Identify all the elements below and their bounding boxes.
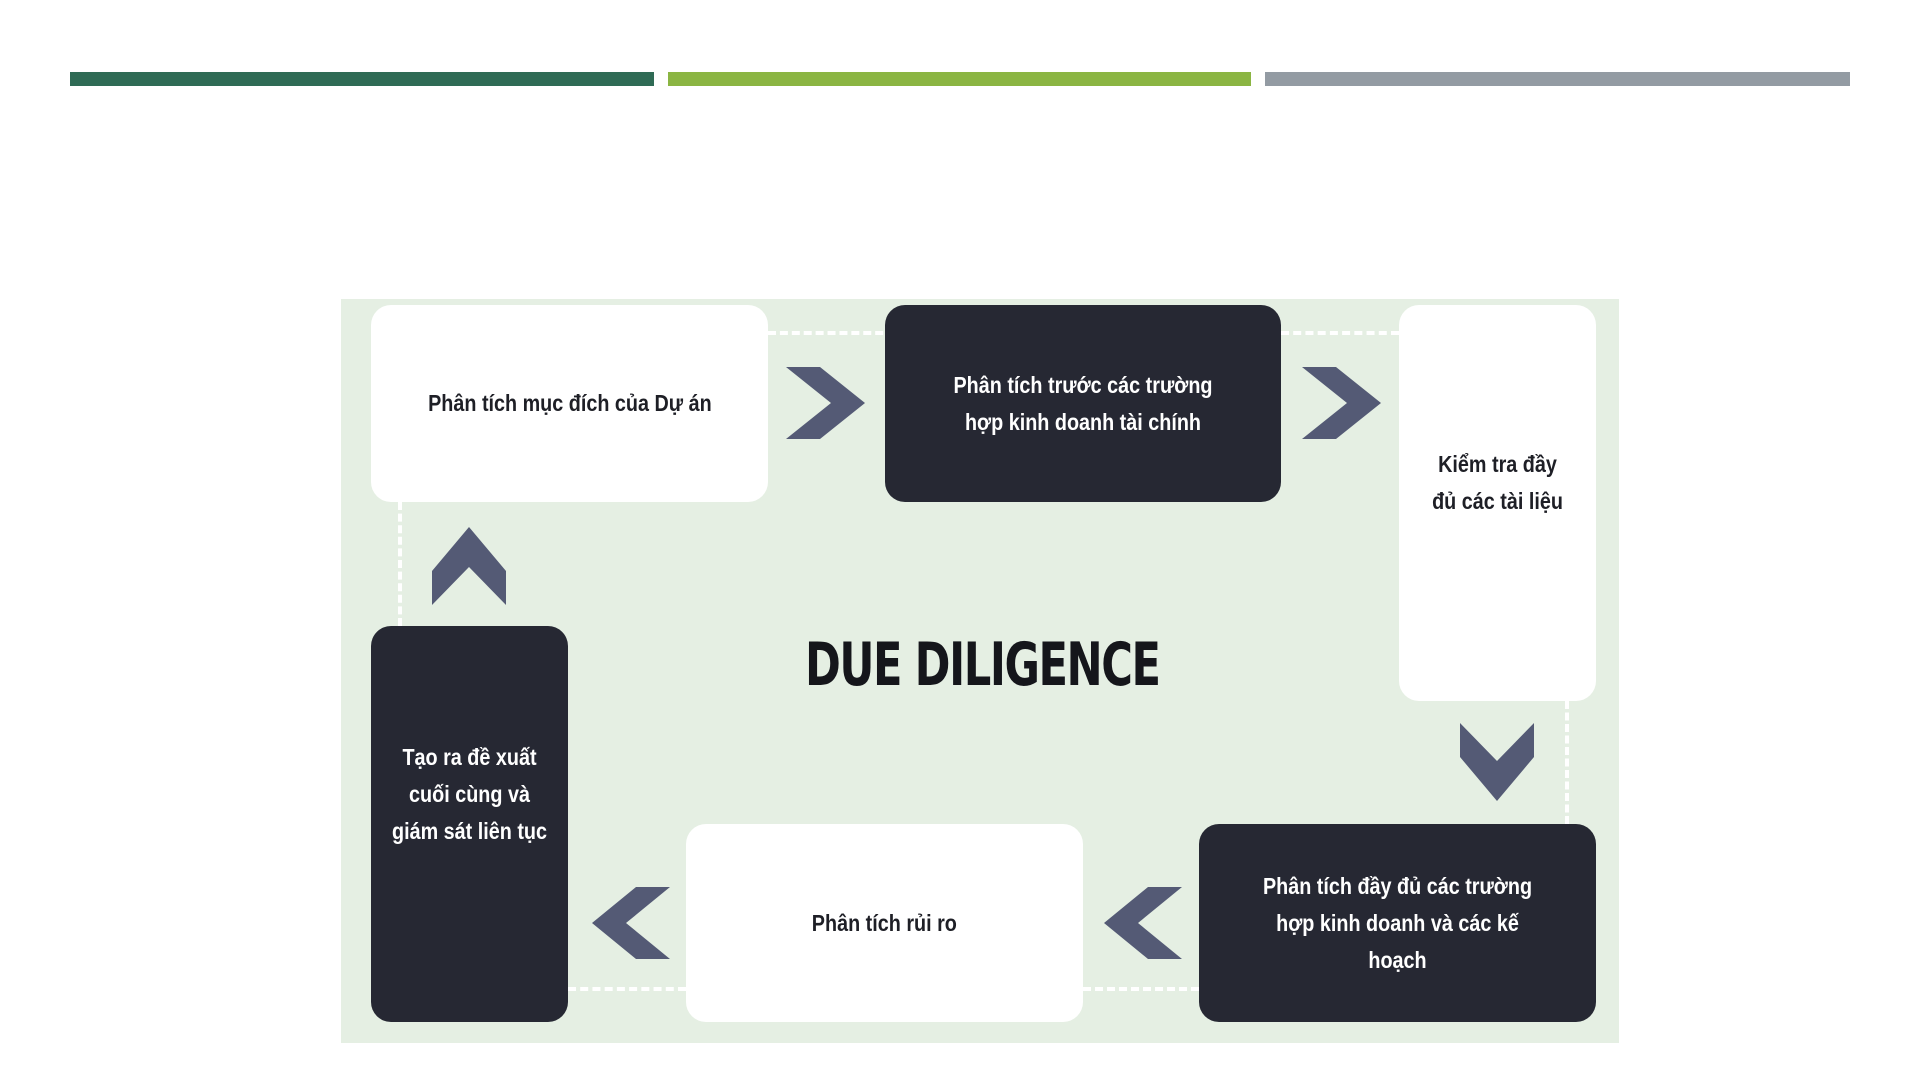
- chevron-left-icon: [1104, 887, 1182, 959]
- connector-top-right: [1281, 331, 1399, 335]
- step-2-label: Phân tích trước các trường hợp kinh doan…: [953, 371, 1213, 435]
- step-3-label: Kiểm tra đầy đủ các tài liệu: [1432, 451, 1563, 514]
- header-bar-green-dark: [70, 72, 654, 86]
- chevron-right-icon: [786, 367, 865, 439]
- step-1-label: Phân tích mục đích của Dự án: [427, 390, 712, 416]
- step-5-box: Phân tích rủi ro: [686, 824, 1083, 1022]
- header-bar-green-light: [668, 72, 1251, 86]
- step-2-box: Phân tích trước các trường hợp kinh doan…: [885, 305, 1281, 502]
- header-bar-grey: [1265, 72, 1850, 86]
- connector-right: [1565, 701, 1569, 824]
- connector-bottom: [568, 987, 686, 991]
- step-4-label: Phân tích đầy đủ các trường hợp kinh doa…: [1262, 872, 1533, 973]
- step-4-box: Phân tích đầy đủ các trường hợp kinh doa…: [1199, 824, 1596, 1022]
- chevron-up-icon: [432, 527, 506, 605]
- step-1-box: Phân tích mục đích của Dự án: [371, 305, 768, 502]
- diagram-title-text: DUE DILIGENCE: [804, 630, 1161, 700]
- diagram-title: DUE DILIGENCE: [700, 630, 1264, 700]
- connector-left: [398, 502, 402, 626]
- connector-bottom-right: [1083, 987, 1199, 991]
- step-6-label: Tạo ra đề xuất cuối cùng và giám sát liê…: [392, 743, 547, 844]
- step-3-box: Kiểm tra đầy đủ các tài liệu: [1399, 305, 1596, 701]
- step-5-label: Phân tích rủi ro: [811, 909, 958, 936]
- chevron-right-icon: [1302, 367, 1381, 439]
- chevron-left-icon: [592, 887, 670, 959]
- chevron-down-icon: [1460, 723, 1534, 801]
- step-6-box: Tạo ra đề xuất cuối cùng và giám sát liê…: [371, 626, 568, 1022]
